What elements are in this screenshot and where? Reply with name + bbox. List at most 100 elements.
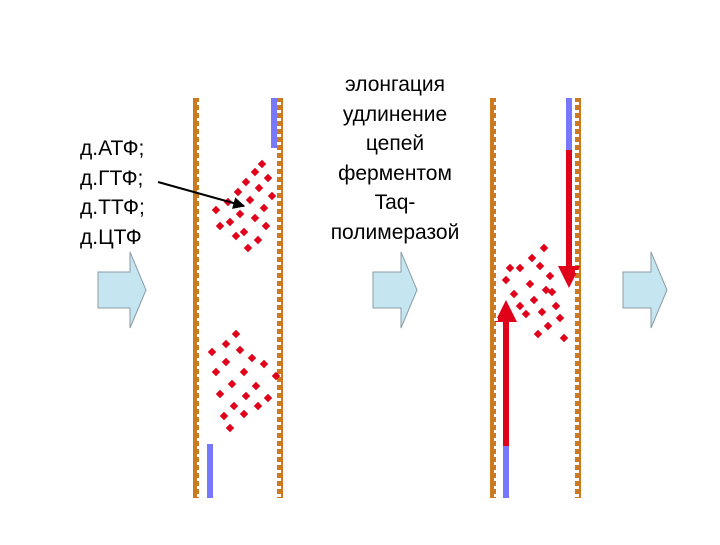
strand-tick [575,166,579,169]
strand-tick [277,494,281,497]
strand-tick [575,118,579,121]
nucleotide-dot [253,401,263,411]
right-dna-left-strand [490,98,496,498]
strand-tick [494,182,498,185]
nucleotide-dot [537,307,547,317]
right-dna-right-strand [575,98,581,498]
strand-tick [575,334,579,337]
strand-tick [494,246,498,249]
strand-tick [197,110,201,113]
strand-tick [494,342,498,345]
strand-tick [575,310,579,313]
strand-tick [494,190,498,193]
strand-tick [494,334,498,337]
strand-tick [575,438,579,441]
strand-tick [575,430,579,433]
strand-tick [494,262,498,265]
strand-tick [197,182,201,185]
strand-tick [277,326,281,329]
desc-line-2: удлинение [342,102,448,126]
nucleotide-dot [247,353,257,363]
strand-tick [494,286,498,289]
strand-tick [277,174,281,177]
strand-tick [197,206,201,209]
nucleotide-dot [259,359,269,369]
process-arrow-3 [622,251,668,329]
strand-tick [575,382,579,385]
left-dna-left-strand [193,98,201,498]
strand-tick [197,350,201,353]
strand-tick [575,230,579,233]
primer-top-left [271,98,277,148]
strand-tick [575,238,579,241]
strand-tick [197,382,201,385]
strand-tick [575,198,579,201]
strand-tick [494,438,498,441]
strand-tick [494,422,498,425]
strand-tick [575,390,579,393]
nucleotide-dot [221,357,231,367]
strand-tick [494,206,498,209]
strand-tick [575,206,579,209]
strand-tick [277,302,281,305]
nucleotide-dot [535,261,545,271]
strand-tick [494,150,498,153]
strand-tick [197,446,201,449]
strand-tick [197,246,201,249]
nucleotide-dot [543,321,553,331]
strand-tick [494,302,498,305]
nucleotide-dot [263,173,273,183]
strand-tick [575,342,579,345]
nucleotide-dot [239,409,249,419]
strand-tick [494,174,498,177]
nucleotide-dot [229,401,239,411]
nucleotide-dctp: д.ЦТФ [80,225,142,249]
strand-tick [494,198,498,201]
strand-tick [575,262,579,265]
strand-tick [277,262,281,265]
strand-tick [277,270,281,273]
strand-tick [277,134,281,137]
strand-tick [575,182,579,185]
strand-tick [575,478,579,481]
strand-tick [494,134,498,137]
strand-tick [494,318,498,321]
strand-tick [575,406,579,409]
nucleotide-dot [505,263,515,273]
strand-tick [494,238,498,241]
nucleotide-dot [529,295,539,305]
strand-tick [494,310,498,313]
strand-tick [494,126,498,129]
nucleotide-dot [515,301,525,311]
nucleotide-dttp: д.ТТФ; [80,196,145,219]
primer-bottom-left [207,444,213,498]
nucleotide-dot [555,313,565,323]
nucleotide-dot [219,411,229,421]
strand-tick [197,406,201,409]
strand-tick [575,486,579,489]
strand-tick [494,478,498,481]
strand-tick [197,294,201,297]
strand-tick [494,494,498,497]
strand-tick [277,222,281,225]
strand-tick [277,358,281,361]
nucleotide-dot [257,159,267,169]
strand-tick [197,366,201,369]
strand-tick [494,446,498,449]
nucleotide-dgtp: д.ГТФ; [80,166,144,190]
strand-tick [277,166,281,169]
strand-tick [197,390,201,393]
strand-tick [197,190,201,193]
strand-tick [277,446,281,449]
nucleotide-dot [545,271,555,281]
nucleotide-dot [207,347,217,357]
strand-tick [494,406,498,409]
strand-tick [575,446,579,449]
strand-tick [277,478,281,481]
strand-tick [277,206,281,209]
strand-tick [197,254,201,257]
strand-tick [197,270,201,273]
strand-tick [575,214,579,217]
strand-tick [277,150,281,153]
strand-tick [575,366,579,369]
